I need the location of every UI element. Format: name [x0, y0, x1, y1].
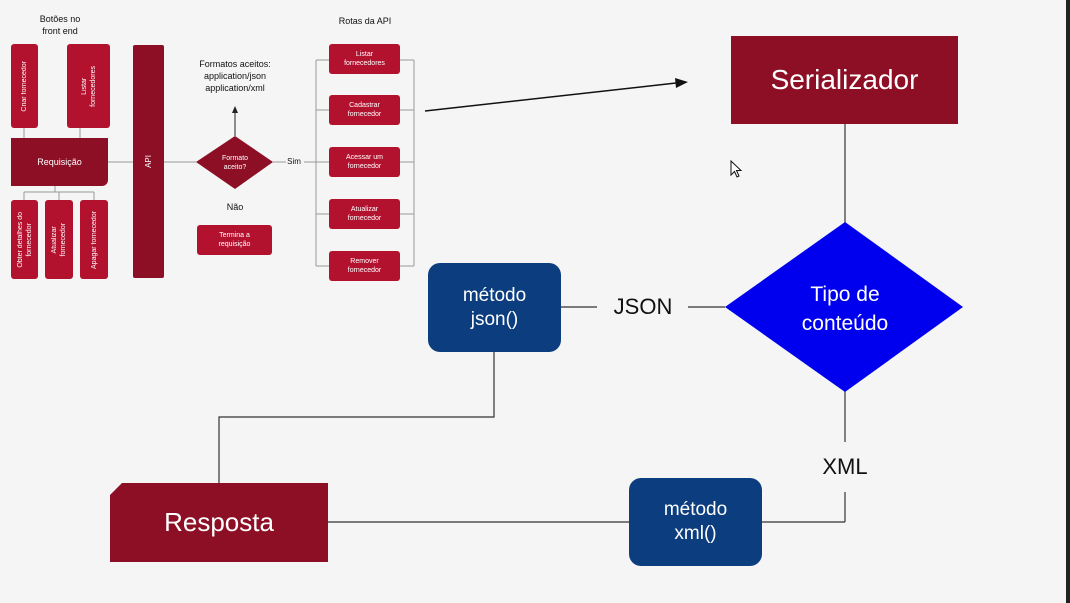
route-remover-label: Remover fornecedor: [347, 258, 382, 274]
route-atualizar-label: Atualizar fornecedor: [347, 206, 382, 222]
requisicao-label: Requisição: [37, 157, 82, 167]
route-cadastrar[interactable]: Cadastrar fornecedor: [329, 95, 400, 125]
metodo-json-label: método json(): [462, 284, 527, 330]
listar-fornecedores-label: Listar fornecedores: [80, 65, 97, 107]
termina-requisicao-block: Termina a requisição: [197, 225, 272, 255]
tipo-conteudo-diamond-shape: [725, 222, 963, 392]
sim-label: Sim: [287, 157, 301, 166]
resposta-label: Resposta: [164, 507, 274, 537]
route-cadastrar-label: Cadastrar fornecedor: [347, 102, 382, 118]
route-listar-label: Listar fornecedores: [344, 51, 385, 67]
route-acessar[interactable]: Acessar um fornecedor: [329, 147, 400, 177]
serializador-block: Serializador: [731, 36, 958, 124]
listar-fornecedores-button[interactable]: Listar fornecedores: [67, 44, 110, 128]
json-label: JSON: [613, 294, 673, 319]
rotas-title: Rotas da API: [338, 16, 392, 26]
criar-fornecedor-button[interactable]: Criar fornecedor: [11, 44, 38, 128]
atualizar-fornecedor-fe-label: Atualizar fornecedor: [51, 222, 67, 257]
metodo-xml-block: método xml(): [629, 478, 762, 566]
mouse-cursor-icon: [730, 160, 743, 178]
tipo-conteudo-label: Tipo de conteúdo: [801, 283, 889, 335]
metodo-xml-label: método xml(): [663, 499, 728, 544]
metodo-json-block: método json(): [428, 263, 561, 352]
nao-label: Não: [226, 202, 244, 212]
route-atualizar[interactable]: Atualizar fornecedor: [329, 199, 400, 229]
resposta-shape: [110, 483, 328, 562]
requisicao-block: Requisição: [11, 138, 108, 186]
route-acessar-label: Acessar um fornecedor: [346, 154, 383, 170]
decision-label: Formato aceito?: [221, 155, 249, 171]
xml-label: XML: [822, 454, 868, 479]
api-bar: API: [133, 45, 164, 278]
window-edge: [1066, 0, 1070, 603]
termina-label: Termina a requisição: [218, 232, 251, 248]
obter-detalhes-button[interactable]: Obter detalhes do fornecedor: [11, 200, 38, 279]
route-remover[interactable]: Remover fornecedor: [329, 251, 400, 281]
serializador-label: Serializador: [770, 64, 919, 95]
apagar-fornecedor-button[interactable]: Apagar fornecedor: [80, 200, 108, 279]
atualizar-fornecedor-fe-button[interactable]: Atualizar fornecedor: [45, 200, 73, 279]
formatos-text: Formatos aceitos: application/json appli…: [199, 59, 271, 93]
decision-diamond-shape: [196, 136, 273, 189]
criar-fornecedor-label: Criar fornecedor: [21, 60, 28, 112]
obter-detalhes-label: Obter detalhes do fornecedor: [16, 211, 33, 268]
api-label: API: [144, 155, 153, 168]
route-listar[interactable]: Listar fornecedores: [329, 44, 400, 74]
apagar-fornecedor-label: Apagar fornecedor: [90, 210, 98, 269]
botoes-title: Botões no front end: [39, 14, 81, 36]
